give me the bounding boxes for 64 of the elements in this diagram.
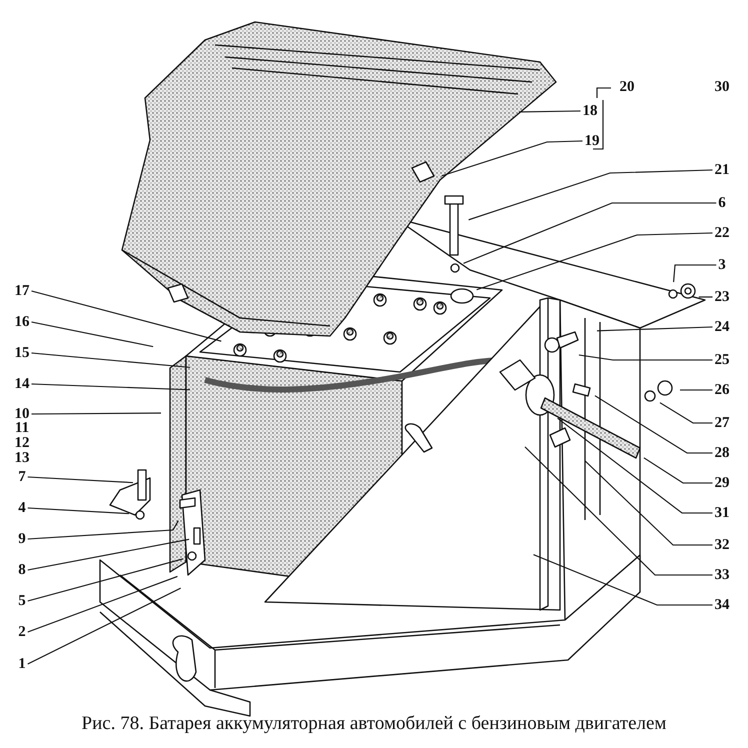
callout-number: 30 <box>714 79 730 95</box>
leader-line <box>578 354 712 361</box>
leader-line <box>31 383 190 390</box>
callout-number: 25 <box>714 352 730 368</box>
leader-line <box>698 296 712 298</box>
leader-line <box>442 140 583 176</box>
leader-line <box>28 507 130 514</box>
leader-line <box>533 554 712 606</box>
callout-number: 4 <box>18 500 26 516</box>
callout-number: 23 <box>714 289 730 305</box>
leader-line <box>673 264 716 282</box>
callout-number: 14 <box>14 376 30 392</box>
callout-number: 18 <box>582 103 598 119</box>
callout-number: 12 <box>14 435 30 451</box>
callout-number: 32 <box>714 537 730 553</box>
leader-line <box>31 321 154 348</box>
callout-number: 19 <box>584 133 600 149</box>
callout-number: 8 <box>18 562 26 578</box>
callout-number: 34 <box>714 597 730 613</box>
leader-line <box>28 576 178 633</box>
callout-number: 10 <box>14 406 30 422</box>
leader-line <box>660 402 712 424</box>
leader-line <box>463 202 716 264</box>
leader-line <box>594 395 712 454</box>
leader-line <box>28 558 184 602</box>
leader-line <box>28 588 181 664</box>
leader-line <box>31 290 222 342</box>
leader-line <box>524 446 712 576</box>
callout-number: 16 <box>14 314 30 330</box>
leader-line <box>468 169 713 220</box>
callout-number: 6 <box>718 195 726 211</box>
leader-line <box>31 352 190 368</box>
callout-number: 3 <box>718 257 726 273</box>
callout-number: 9 <box>18 531 26 547</box>
callout-number: 27 <box>714 415 730 431</box>
callout-number: 29 <box>714 475 730 491</box>
leader-line <box>680 389 712 391</box>
leader-line <box>644 457 712 484</box>
leader-line <box>32 412 161 415</box>
callout-number: 28 <box>714 445 730 461</box>
leader-line <box>28 520 179 540</box>
callout-number: 1 <box>18 656 26 672</box>
callout-number: 26 <box>714 382 730 398</box>
leader-line <box>476 232 713 290</box>
callout-number: 11 <box>14 420 30 436</box>
leader-line <box>557 418 712 514</box>
leader-line <box>584 460 712 546</box>
callout-number: 33 <box>714 567 730 583</box>
callout-number: 15 <box>14 345 30 361</box>
callout-number: 2 <box>18 624 26 640</box>
callout-number: 31 <box>714 505 730 521</box>
callout-number: 22 <box>714 225 730 241</box>
callout-number: 24 <box>714 319 730 335</box>
leader-line <box>596 326 713 332</box>
callout-number: 5 <box>18 593 26 609</box>
leader-line <box>519 110 580 112</box>
callout-number: 21 <box>714 162 730 178</box>
callout-number: 17 <box>14 283 30 299</box>
leader-line <box>28 476 134 484</box>
leader-line <box>28 538 190 571</box>
figure-caption: Рис. 78. Батарея аккумуляторная автомобилей с бензиновым двигателем <box>80 713 668 735</box>
callout-number: 7 <box>18 469 26 485</box>
callout-number: 13 <box>14 450 30 466</box>
callout-number: 20 <box>620 79 634 95</box>
